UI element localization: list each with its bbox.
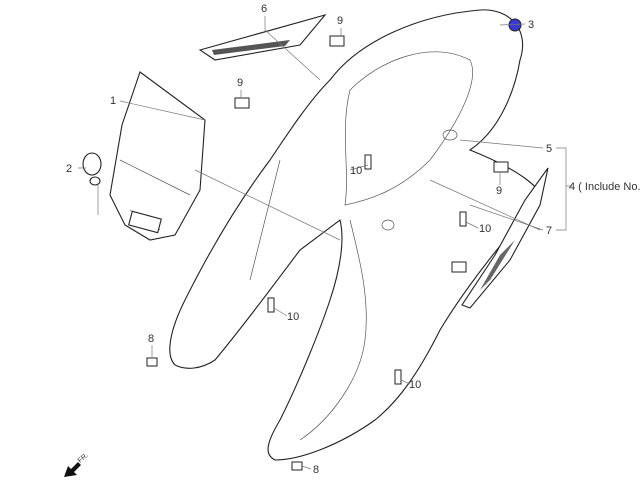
bolt-9	[329, 35, 345, 47]
bolt-9	[451, 261, 467, 273]
callout-2: 2	[66, 163, 72, 175]
bolt-9	[493, 161, 509, 173]
decal-part-7	[461, 167, 549, 309]
front-direction-label: FR.	[77, 452, 90, 465]
callout-7: 7	[546, 225, 552, 237]
callout-9: 9	[337, 15, 343, 27]
rear-cowl-part	[169, 9, 542, 461]
callout-8: 8	[313, 464, 319, 476]
callout-6: 6	[261, 3, 267, 15]
callout-5: 5	[546, 143, 552, 155]
callout-1: 1	[110, 95, 116, 107]
leader-lines	[78, 16, 572, 470]
emblem-part-6	[198, 13, 327, 61]
bolt-part-3	[508, 18, 522, 32]
callout-4: 4 ( Include No.5 )	[569, 181, 640, 193]
callout-3: 3	[528, 19, 534, 31]
front-direction-arrow-icon	[64, 462, 81, 477]
callout-10: 10	[287, 311, 299, 323]
clip-10	[394, 369, 402, 385]
side-panel-part-1	[109, 71, 206, 241]
bolt-8	[291, 461, 303, 471]
bolt-9	[234, 97, 250, 109]
clip-10	[267, 297, 275, 313]
fasteners	[146, 35, 509, 471]
callout-10: 10	[409, 379, 421, 391]
callout-10: 10	[350, 165, 362, 177]
clip-10	[364, 154, 372, 170]
callout-9: 9	[237, 77, 243, 89]
clip-10	[459, 211, 467, 227]
callout-9: 9	[496, 185, 502, 197]
callout-8: 8	[148, 333, 154, 345]
grommet-part-2	[82, 152, 102, 186]
bolt-8	[146, 357, 158, 367]
callout-10: 10	[479, 223, 491, 235]
